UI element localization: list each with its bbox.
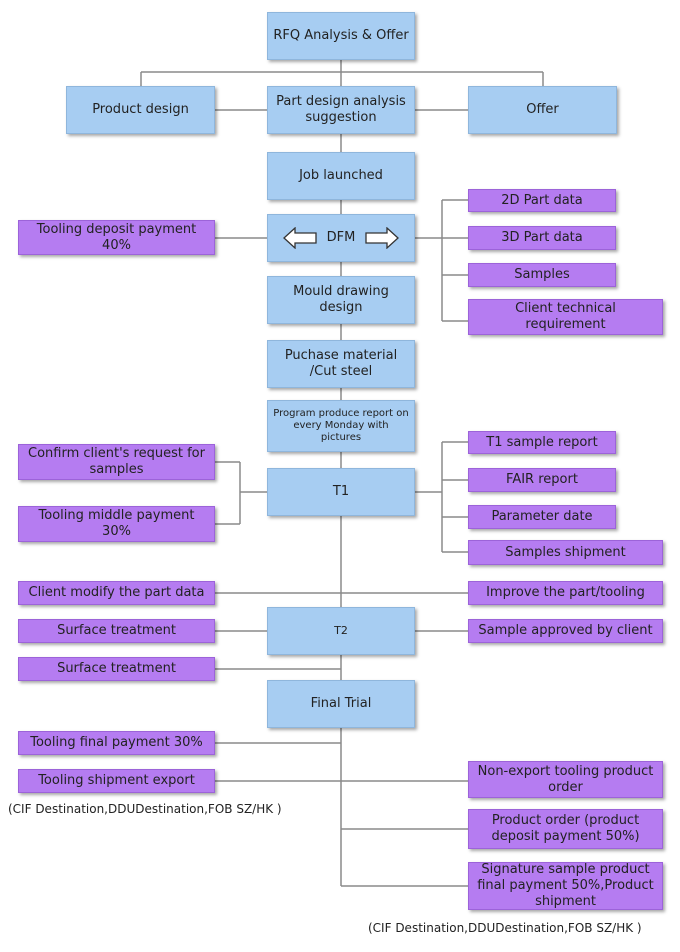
tooling-final-payment-box: Tooling final payment 30% — [18, 731, 215, 755]
shipment-terms-note-bottom: (CIF Destination,DDUDestination,FOB SZ/H… — [368, 921, 642, 935]
program-report-box: Program produce report on every Monday w… — [267, 400, 415, 452]
right-arrow-icon — [365, 227, 400, 249]
samples-shipment-box: Samples shipment — [468, 540, 663, 565]
samples-box: Samples — [468, 263, 616, 287]
parameter-date-box: Parameter date — [468, 505, 616, 529]
improve-part-tooling-box: Improve the part/tooling — [468, 581, 663, 605]
offer-box: Offer — [468, 86, 617, 134]
product-design-box: Product design — [66, 86, 215, 134]
left-arrow-icon — [282, 227, 317, 249]
job-launched-box: Job launched — [267, 152, 415, 200]
2d-part-data-box: 2D Part data — [468, 189, 616, 212]
dfm-label: DFM — [326, 230, 356, 245]
3d-part-data-box: 3D Part data — [468, 226, 616, 250]
confirm-request-box: Confirm client's request for samples — [18, 444, 215, 480]
shipment-terms-note-left: (CIF Destination,DDUDestination,FOB SZ/H… — [8, 802, 282, 816]
client-modify-box: Client modify the part data — [18, 581, 215, 605]
t1-sample-report-box: T1 sample report — [468, 431, 616, 454]
mould-drawing-box: Mould drawing design — [267, 276, 415, 324]
t1-box: T1 — [267, 468, 415, 516]
client-technical-box: Client technical requirement — [468, 299, 663, 335]
tooling-deposit-box: Tooling deposit payment 40% — [18, 220, 215, 255]
purchase-material-box: Puchase material /Cut steel — [267, 340, 415, 388]
dfm-box: DFM — [267, 214, 415, 262]
tooling-middle-payment-box: Tooling middle payment 30% — [18, 506, 215, 542]
signature-sample-box: Signature sample product final payment 5… — [468, 862, 663, 910]
product-order-box: Product order (product deposit payment 5… — [468, 809, 663, 849]
surface-treatment-box-1: Surface treatment — [18, 619, 215, 643]
tooling-shipment-export-box: Tooling shipment export — [18, 769, 215, 793]
final-trial-box: Final Trial — [267, 680, 415, 728]
part-design-analysis-box: Part design analysis suggestion — [267, 86, 415, 134]
sample-approved-box: Sample approved by client — [468, 619, 663, 643]
fair-report-box: FAIR report — [468, 468, 616, 492]
non-export-order-box: Non-export tooling product order — [468, 761, 663, 798]
t2-box: T2 — [267, 607, 415, 655]
rfq-analysis-box: RFQ Analysis & Offer — [267, 12, 415, 60]
surface-treatment-box-2: Surface treatment — [18, 657, 215, 681]
